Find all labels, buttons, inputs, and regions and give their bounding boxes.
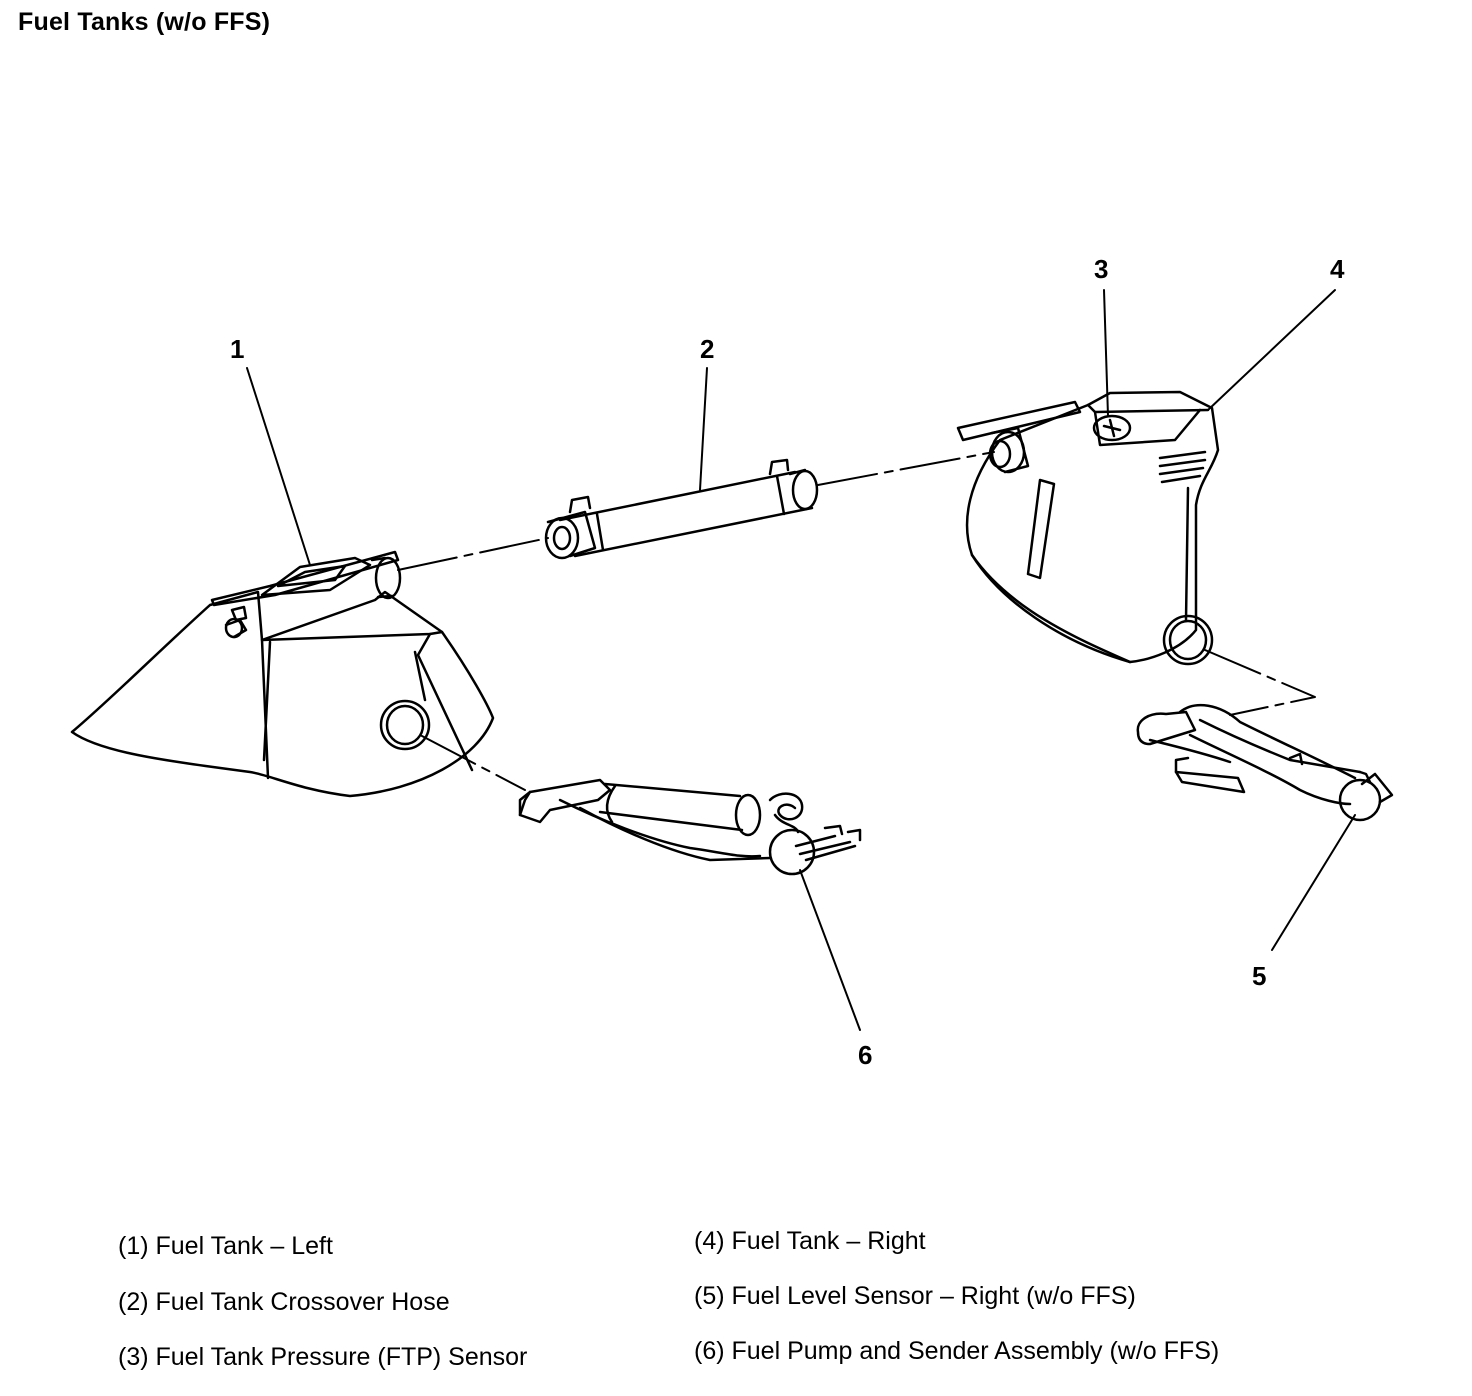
alignment-lines	[397, 451, 1316, 791]
legend-item-3: (3) Fuel Tank Pressure (FTP) Sensor	[118, 1343, 528, 1371]
callout-5: 5	[1252, 961, 1266, 991]
legend-item-4: (4) Fuel Tank – Right	[694, 1227, 926, 1255]
fuel-tank-diagram: 1 2 3 4 5 6	[70, 254, 1394, 1070]
page-title: Fuel Tanks (w/o FFS)	[18, 8, 271, 36]
legend-item-5: (5) Fuel Level Sensor – Right (w/o FFS)	[694, 1282, 1136, 1310]
callout-1: 1	[230, 334, 244, 364]
callout-6: 6	[858, 1040, 872, 1070]
fuel-tank-right	[956, 390, 1220, 666]
legend-item-1: (1) Fuel Tank – Left	[118, 1232, 333, 1260]
leader-lines	[246, 289, 1356, 1031]
callout-2: 2	[700, 334, 714, 364]
legend-item-6: (6) Fuel Pump and Sender Assembly (w/o F…	[694, 1337, 1220, 1365]
fuel-tank-left	[70, 550, 495, 798]
callout-3: 3	[1094, 254, 1108, 284]
crossover-hose	[544, 458, 819, 560]
fuel-level-sensor-right	[1136, 704, 1394, 822]
fuel-pump-sender-assembly	[518, 778, 862, 876]
callout-4: 4	[1330, 254, 1345, 284]
legend: (1) Fuel Tank – Left (2) Fuel Tank Cross…	[0, 1222, 1472, 1392]
legend-item-2: (2) Fuel Tank Crossover Hose	[118, 1288, 450, 1316]
